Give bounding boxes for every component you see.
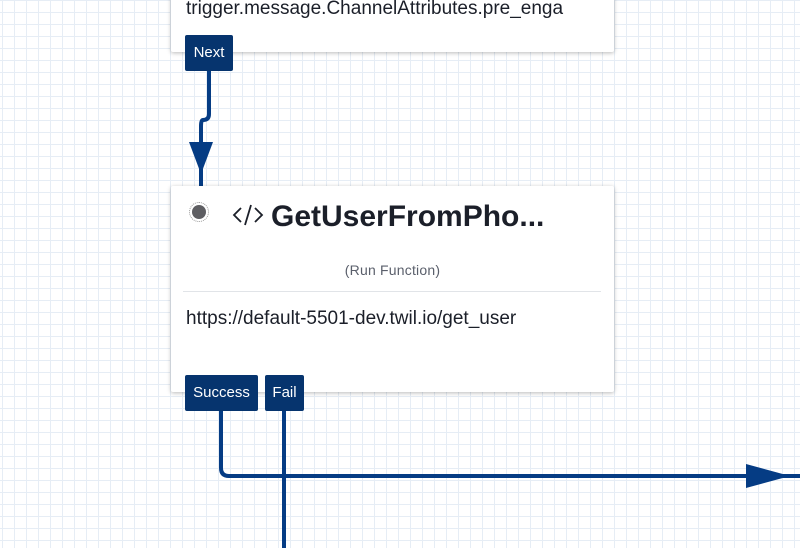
connector-next[interactable] (199, 71, 211, 186)
transition-next-button[interactable]: Next (185, 35, 233, 71)
widget-input-handle[interactable] (189, 202, 209, 222)
connector-success[interactable] (219, 411, 800, 478)
widget-divider (183, 291, 601, 292)
widget-expression: trigger.message.ChannelAttributes.pre_en… (186, 0, 564, 19)
input-handle-core (192, 205, 206, 219)
run-function-widget-card[interactable]: GetUserFromPho... (Run Function) https:/… (171, 186, 614, 392)
widget-title: GetUserFromPho... (271, 200, 545, 233)
widget-type-label: (Run Function) (344, 262, 441, 278)
transition-success-button[interactable]: Success (185, 375, 258, 411)
connector-success-arrowhead (746, 464, 790, 488)
split-widget-card[interactable]: trigger.message.ChannelAttributes.pre_en… (171, 0, 614, 52)
code-icon (232, 204, 264, 226)
transition-fail-button[interactable]: Fail (265, 375, 304, 411)
connector-next-arrowhead (189, 142, 213, 174)
widget-function-url: https://default-5501-dev.twil.io/get_use… (186, 308, 517, 329)
